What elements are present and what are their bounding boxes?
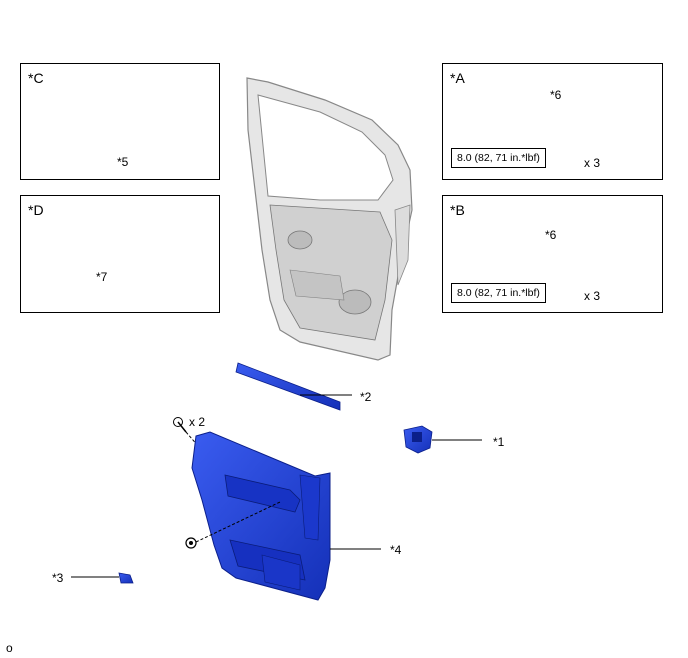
door-handle-part [403, 425, 433, 454]
bolt-qty-b: x 3 [584, 289, 601, 303]
belt-moulding [235, 362, 341, 411]
callout-1: *1 [493, 435, 505, 449]
panel-a-label: *A [450, 70, 465, 86]
screw-icon [173, 417, 187, 433]
panel-c: *C [20, 63, 220, 180]
panel-d-label: *D [28, 202, 44, 218]
small-cover [118, 572, 134, 584]
panel-b-label: *B [450, 202, 465, 218]
torque-spec-a: 8.0 (82, 71 in.*lbf) [451, 148, 546, 168]
callout-6-b: *6 [545, 228, 557, 242]
callout-7: *7 [96, 270, 108, 284]
clip-icon [185, 537, 197, 549]
panel-c-label: *C [28, 70, 44, 86]
callout-3: *3 [52, 571, 64, 585]
callout-2: *2 [360, 390, 372, 404]
callout-6-a: *6 [550, 88, 562, 102]
clip-dashed-line [195, 501, 281, 543]
door-frame [246, 77, 413, 361]
panel-d: *D [20, 195, 220, 313]
callout-5: *5 [117, 155, 129, 169]
bolt-qty-a: x 3 [584, 156, 601, 170]
callout-4: *4 [390, 543, 402, 557]
diagram-code: o [6, 641, 13, 655]
torque-spec-b: 8.0 (82, 71 in.*lbf) [451, 283, 546, 303]
screw-quantity: x 2 [189, 415, 206, 429]
door-trim-panel [191, 431, 331, 601]
